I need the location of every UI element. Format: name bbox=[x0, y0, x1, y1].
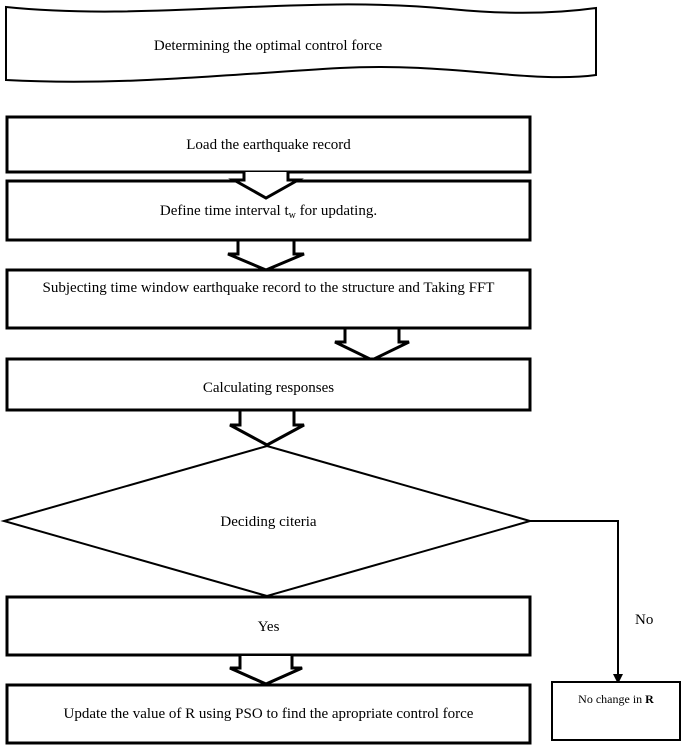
step-define-suffix: for updating. bbox=[295, 203, 378, 219]
no-branch-line bbox=[530, 520, 619, 678]
update-label: Update the value of R using PSO to find … bbox=[63, 706, 474, 722]
box-subject bbox=[5, 268, 532, 330]
no-change-prefix: No change in bbox=[578, 692, 646, 706]
title-label: Determining the optimal control force bbox=[153, 38, 383, 54]
block-arrow-4-shape bbox=[229, 408, 305, 447]
box-calc bbox=[5, 357, 532, 412]
block-arrow-2-shape bbox=[227, 238, 305, 272]
step-define-label: Define time interval tw for updating. bbox=[7, 202, 530, 225]
box-yes bbox=[5, 595, 532, 657]
box-no-change bbox=[551, 681, 681, 741]
yes-label: Yes bbox=[257, 619, 280, 635]
step-calc-label: Calculating responses bbox=[202, 380, 335, 396]
no-change-label: No change in R bbox=[552, 690, 680, 708]
step-define-subscript: w bbox=[288, 210, 296, 221]
no-branch-arrowhead bbox=[613, 674, 623, 684]
block-arrow-1-overlay bbox=[228, 172, 304, 200]
step-load-label: Load the earthquake record bbox=[186, 137, 351, 153]
no-change-symbol: R bbox=[645, 692, 654, 706]
box-load bbox=[5, 115, 532, 174]
box-update bbox=[5, 683, 532, 745]
step-define-prefix: Define time interval t bbox=[159, 203, 289, 219]
block-arrow-5-overlay bbox=[229, 656, 303, 686]
decision-label: Deciding citeria bbox=[220, 514, 317, 530]
block-arrow-3-shape bbox=[334, 326, 410, 362]
title-banner bbox=[5, 3, 597, 83]
step-subject-label: Subjecting time window earthquake record… bbox=[42, 280, 495, 296]
no-branch-label: No bbox=[635, 612, 654, 628]
